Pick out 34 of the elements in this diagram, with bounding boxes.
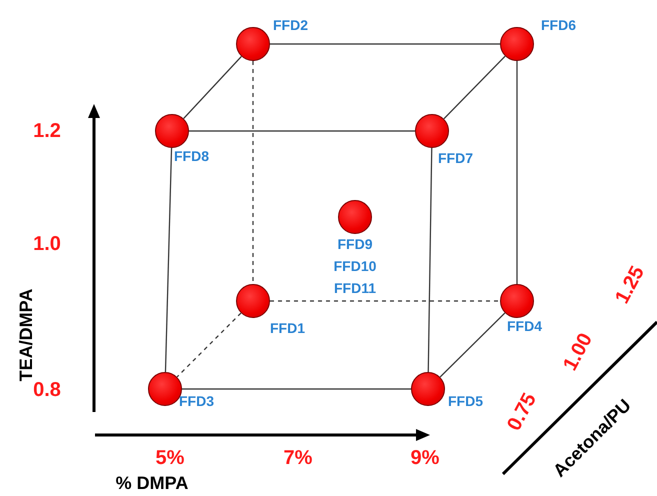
cube-edge	[440, 312, 506, 378]
point-label: FFD3	[179, 392, 214, 411]
axis-title: % DMPA	[116, 474, 188, 492]
tick-label: 0.8	[33, 380, 61, 400]
cube-edge	[443, 56, 506, 120]
tick-label: 1.2	[33, 121, 61, 141]
tick-label: 7%	[284, 448, 312, 468]
point-label: FFD5	[448, 392, 483, 411]
point-label: FFD6	[541, 16, 576, 35]
tick-label: 0.75	[504, 390, 540, 434]
tick-label: 1.25	[612, 263, 648, 307]
cube-edge	[183, 56, 242, 119]
point-label: FFD7	[438, 149, 473, 168]
cube-edge	[189, 130, 415, 132]
tick-label: 9%	[410, 448, 440, 468]
point-label: FFD2	[273, 16, 308, 35]
cube-edge	[270, 300, 500, 302]
point-label: FFD9	[338, 235, 372, 254]
cube-edge	[176, 312, 242, 378]
point-label: FFD8	[174, 147, 209, 166]
point-label: FFD10	[334, 257, 376, 276]
cube-edge	[164, 148, 172, 372]
cube-edge	[270, 43, 500, 45]
cube-edge	[182, 388, 411, 390]
point-label: FFD1	[270, 319, 305, 338]
tick-label: 1.0	[33, 234, 61, 254]
cube-edge	[252, 61, 254, 284]
point-label: FFD4	[507, 317, 542, 336]
cube-edge	[516, 61, 518, 284]
point-label: FFD11	[334, 279, 376, 298]
axis-title: TEA/DMPA	[17, 288, 35, 382]
tick-label: 5%	[156, 448, 184, 468]
cube-edge	[428, 148, 432, 372]
tick-label: 1.00	[560, 330, 596, 374]
